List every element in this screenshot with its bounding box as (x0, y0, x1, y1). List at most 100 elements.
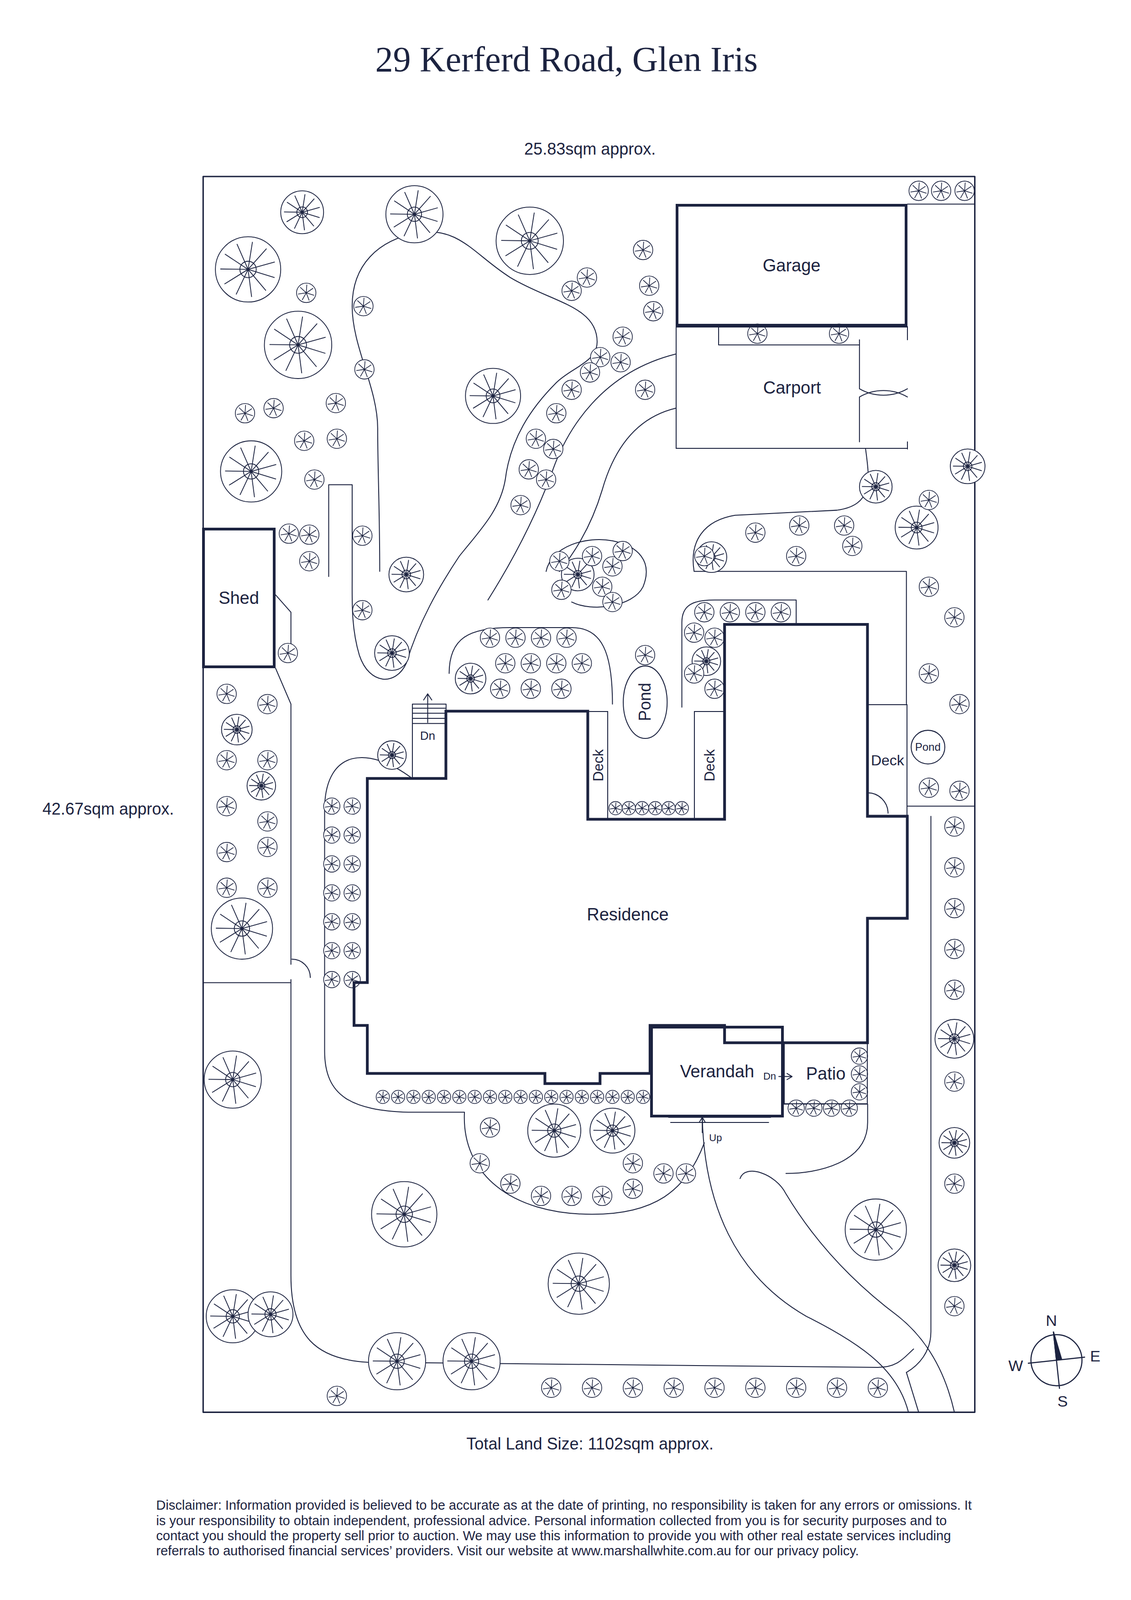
shrub-symbol (323, 885, 340, 902)
lawn-edge (203, 668, 914, 1368)
tree-spokes (747, 524, 764, 541)
tree-canopy (246, 771, 276, 801)
tree-spokes (636, 381, 653, 398)
tree-canopy (257, 837, 278, 858)
tree-canopy (343, 885, 361, 902)
tree-spokes (520, 461, 537, 478)
tree-spokes (614, 328, 631, 345)
tree-spokes (573, 655, 590, 672)
tree-canopy (388, 557, 424, 593)
tree-canopy (216, 796, 237, 817)
tree-symbol (368, 1333, 426, 1391)
tree-canopy (323, 885, 340, 902)
shrub-symbol (684, 663, 704, 684)
tree-core (233, 725, 241, 734)
tree-spokes (677, 1165, 694, 1182)
tree-spokes (501, 212, 558, 270)
shrub-symbol (944, 1072, 965, 1092)
tree-spokes (324, 943, 339, 958)
tree-spokes (545, 1091, 557, 1103)
tree-spokes (662, 802, 674, 814)
tree-spokes (218, 844, 235, 860)
tree-canopy (204, 1051, 262, 1109)
tree-spokes (324, 857, 339, 871)
tree-spokes (953, 451, 982, 481)
tree-canopy (648, 801, 662, 815)
gate-swing (291, 959, 311, 978)
tree-symbol (845, 1199, 907, 1261)
shrub-symbol (663, 1378, 684, 1398)
tree-spokes (563, 282, 580, 299)
tree-spokes (623, 802, 635, 814)
tree-symbol (465, 368, 521, 424)
shrub-symbol (575, 1090, 589, 1104)
tree-symbol (589, 1108, 635, 1154)
shrub-symbol (514, 1090, 528, 1104)
tree-canopy (575, 1090, 589, 1104)
tree-spokes (297, 284, 314, 301)
tree-spokes (578, 269, 595, 286)
tree-symbol (211, 898, 273, 960)
tree-canopy (684, 663, 704, 684)
tree-core (407, 207, 422, 222)
tree-canopy (343, 855, 361, 873)
tree-spokes (706, 1380, 723, 1397)
tree-spokes (869, 1380, 886, 1397)
shrub-symbol (519, 459, 539, 480)
tree-symbol (859, 470, 893, 504)
tree-canopy (480, 628, 501, 648)
path-edge (906, 1372, 919, 1413)
tree-canopy (562, 1186, 582, 1207)
tree-spokes (547, 655, 564, 672)
tree-spokes (581, 364, 598, 381)
tree-spokes (481, 629, 498, 646)
tree-spokes (328, 430, 345, 447)
tree-spokes (497, 655, 514, 672)
tree-spokes (224, 716, 250, 743)
node-label: Carport (763, 379, 822, 397)
tree-spokes (354, 527, 371, 544)
tree-canopy (531, 1186, 552, 1207)
tree-spokes (218, 879, 235, 896)
shrub-symbol (944, 607, 965, 628)
tree-spokes (457, 666, 484, 692)
shrub-symbol (805, 1100, 823, 1117)
tree-symbol (934, 1019, 974, 1059)
shrub-symbol (343, 885, 361, 902)
shrub-symbol (526, 429, 546, 449)
tree-canopy (944, 607, 965, 628)
tree-spokes (606, 1091, 618, 1103)
tree-symbol (527, 1104, 581, 1158)
tree-canopy (663, 1378, 684, 1398)
deck-box: Deck (867, 704, 908, 817)
tree-spokes (502, 1175, 519, 1192)
shrub-symbol (546, 653, 567, 674)
tree-canopy (786, 546, 807, 567)
shrub-symbol (257, 878, 278, 898)
shrub-symbol (635, 645, 656, 666)
shrub-symbol (786, 546, 807, 567)
tree-canopy (623, 1378, 643, 1398)
tree-canopy (938, 1249, 971, 1283)
tree-spokes (491, 680, 508, 697)
shrub-symbol (636, 1090, 650, 1104)
tree-canopy (406, 1090, 421, 1104)
tree-canopy (296, 283, 317, 303)
tree-canopy (851, 1066, 868, 1083)
tree-spokes (956, 182, 973, 199)
tree-spokes (551, 552, 568, 569)
tree-symbol (204, 1051, 262, 1109)
shrub-symbol (343, 798, 361, 815)
tree-canopy (327, 1386, 347, 1407)
tree-canopy (546, 403, 567, 424)
shrub-symbol (216, 796, 237, 817)
shrub-symbol (635, 380, 656, 400)
tree-spokes (471, 1155, 488, 1172)
shrub-symbol (551, 580, 572, 600)
shrub-symbol (323, 855, 340, 873)
tree-canopy (845, 1199, 907, 1261)
tree-spokes (220, 241, 275, 298)
shrub-symbol (605, 1090, 620, 1104)
tree-spokes (280, 525, 297, 542)
tree-canopy (279, 524, 299, 544)
